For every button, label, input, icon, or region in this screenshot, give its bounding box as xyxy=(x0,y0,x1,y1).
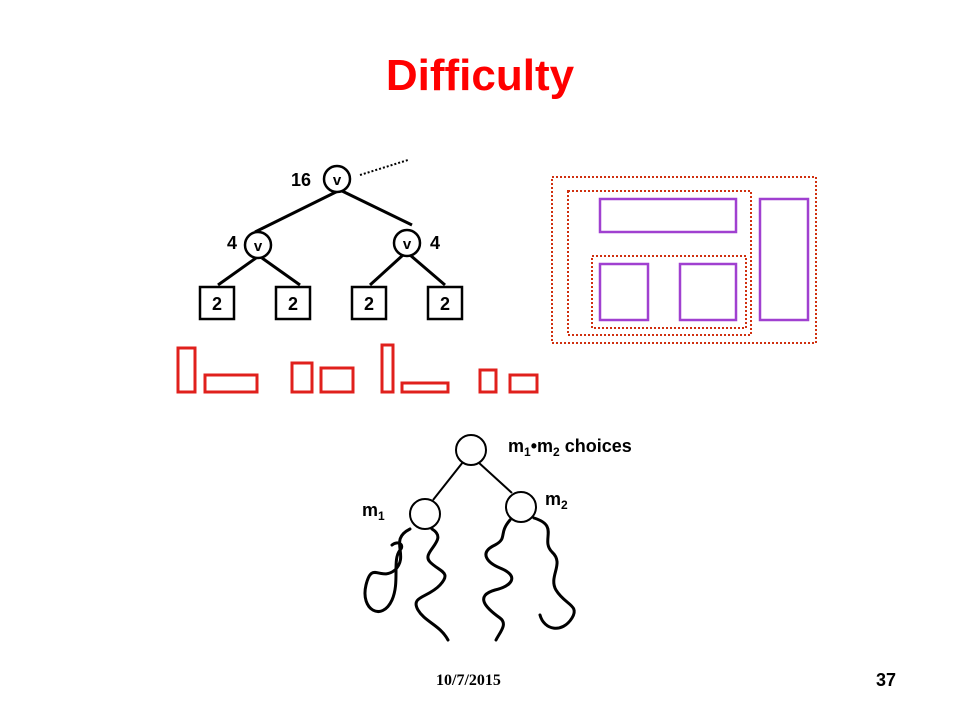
top-tree: v 16 v 4 v 4 2 2 2 2 xyxy=(198,159,464,321)
packing-diagram xyxy=(551,176,817,344)
left-child-value: 4 xyxy=(227,233,237,253)
slide-title: Difficulty xyxy=(385,51,575,100)
tall-thin-rect xyxy=(380,343,395,394)
root-value: 16 xyxy=(291,170,311,190)
right-child-node xyxy=(392,228,422,258)
leaf-box xyxy=(350,285,388,321)
root-node xyxy=(322,164,352,194)
bottom-tree: m1•m2 choices m1 m2 xyxy=(362,434,632,642)
right-child-value: 4 xyxy=(430,233,440,253)
left-child-label: v xyxy=(254,238,263,255)
left-node-label: m1 xyxy=(362,500,385,523)
tree-edge xyxy=(477,461,513,494)
medium-rect xyxy=(319,366,355,394)
left-node-sub: 1 xyxy=(378,509,385,523)
right-child-label: v xyxy=(403,236,412,253)
tree-edge xyxy=(339,188,413,227)
page-number: 37 xyxy=(876,670,897,690)
small-wide-rect xyxy=(508,373,539,394)
tree-edge xyxy=(432,461,464,501)
rect-sequence xyxy=(176,343,539,394)
outer-dotted-box xyxy=(551,176,817,344)
small-rect xyxy=(478,368,498,394)
purple-left-square xyxy=(598,262,650,322)
root-node-label: v xyxy=(333,172,342,189)
left-child-node xyxy=(243,230,273,260)
inner-dotted-box xyxy=(591,255,747,329)
root-choices-sub1: 1 xyxy=(524,445,531,459)
leaf-box xyxy=(274,285,312,321)
right-node-m: m xyxy=(545,489,561,509)
root-choices-suffix: choices xyxy=(560,436,632,456)
tree-edge xyxy=(368,253,405,287)
leaf-value: 2 xyxy=(212,294,222,314)
right-subtree-squiggle xyxy=(532,516,576,630)
root-choices-sep: •m xyxy=(531,436,553,456)
leaf-value: 2 xyxy=(364,294,374,314)
tree-edge xyxy=(217,256,257,287)
tree-edge xyxy=(261,256,301,287)
leaf-box xyxy=(198,285,236,321)
tall-rect xyxy=(176,346,197,394)
tree-edge xyxy=(409,253,446,287)
tree-edge xyxy=(254,188,341,234)
leaf-box xyxy=(426,285,464,321)
leaf-value: 2 xyxy=(440,294,450,314)
root-choices-sub2: 2 xyxy=(553,445,560,459)
middle-dotted-box xyxy=(567,190,752,336)
slide-date: 10/7/2015 xyxy=(436,672,501,689)
wide-rect xyxy=(203,373,259,394)
bottom-right-node xyxy=(505,491,537,523)
left-subtree-squiggle xyxy=(414,527,450,642)
left-node-m: m xyxy=(362,500,378,520)
dotted-pointer xyxy=(359,159,409,176)
left-subtree-squiggle xyxy=(363,527,412,613)
long-thin-rect xyxy=(400,381,450,394)
right-subtree-squiggle xyxy=(482,518,514,642)
bottom-root-node xyxy=(455,434,487,466)
right-node-label: m2 xyxy=(545,489,568,512)
purple-tall-rect xyxy=(758,197,810,322)
root-choices-m1: m xyxy=(508,436,524,456)
purple-wide-rect xyxy=(598,197,738,234)
square-rect xyxy=(290,361,314,394)
right-node-sub: 2 xyxy=(561,498,568,512)
purple-right-square xyxy=(678,262,738,322)
root-choices-label: m1•m2 choices xyxy=(508,436,632,459)
bottom-left-node xyxy=(409,498,441,530)
leaf-value: 2 xyxy=(288,294,298,314)
